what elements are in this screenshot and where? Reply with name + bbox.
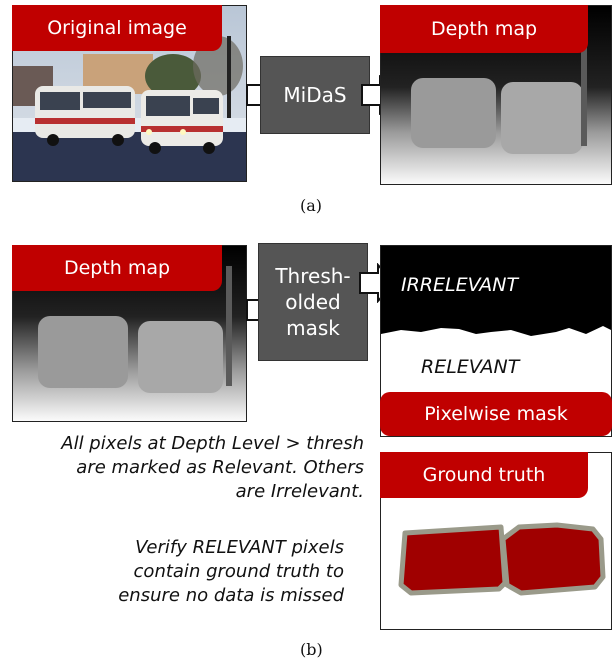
original-image-panel bbox=[12, 5, 247, 182]
verify-note-line-1: Verify RELEVANT pixels bbox=[135, 537, 344, 558]
verify-note-line-3: ensure no data is missed bbox=[118, 585, 344, 606]
pixelwise-mask-label: Pixelwise mask bbox=[380, 392, 612, 436]
original-image bbox=[13, 6, 246, 181]
threshold-note-line-1: All pixels at Depth Level > thresh bbox=[61, 433, 364, 454]
threshold-label-line-1: Thresh- bbox=[275, 264, 351, 288]
depth-map-label-a: Depth map bbox=[380, 5, 588, 53]
verify-note-line-2: contain ground truth to bbox=[133, 561, 344, 582]
threshold-note-line-3: are Irrelevant. bbox=[235, 481, 364, 502]
threshold-note: All pixels at Depth Level > thresh are m… bbox=[20, 432, 364, 504]
relevant-label: RELEVANT bbox=[421, 356, 520, 378]
caption-a: (a) bbox=[300, 196, 323, 215]
threshold-label-line-3: mask bbox=[286, 316, 340, 340]
depth-map-label-b: Depth map bbox=[12, 245, 222, 291]
verify-note: Verify RELEVANT pixels contain ground tr… bbox=[40, 536, 344, 608]
ground-truth-label: Ground truth bbox=[380, 452, 588, 498]
original-image-label: Original image bbox=[12, 5, 222, 51]
irrelevant-label: IRRELEVANT bbox=[401, 274, 519, 296]
midas-model-box: MiDaS bbox=[260, 56, 370, 134]
threshold-note-line-2: are marked as Relevant. Others bbox=[76, 457, 364, 478]
threshold-box: Thresh- olded mask bbox=[258, 243, 368, 361]
midas-label: MiDaS bbox=[283, 83, 347, 107]
threshold-label-line-2: olded bbox=[285, 290, 341, 314]
caption-b: (b) bbox=[300, 640, 323, 659]
